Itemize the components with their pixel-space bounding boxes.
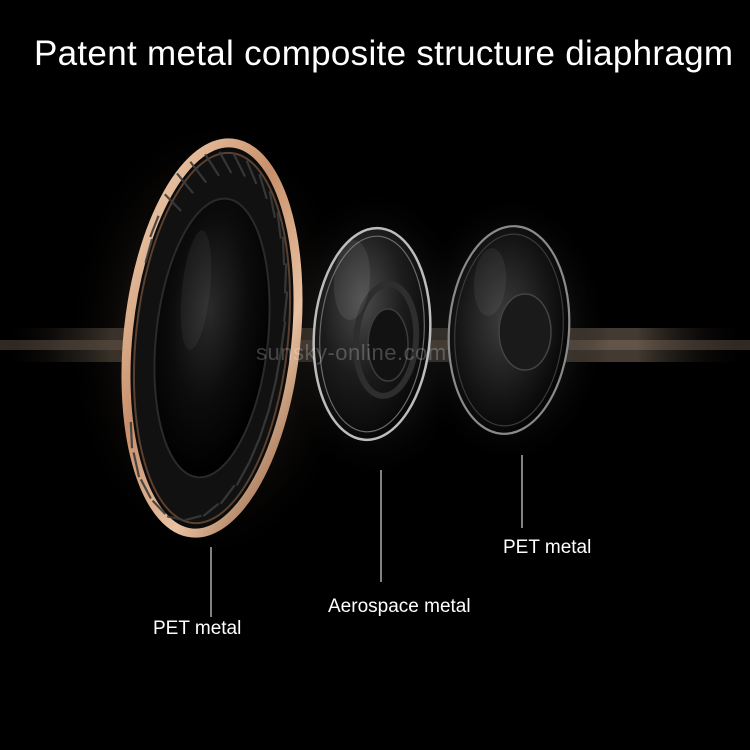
pet-metal-label-third: PET metal — [503, 537, 592, 558]
aerospace-metal-label: Aerospace metal — [328, 596, 471, 617]
pet-metal-dome-diaphragm — [447, 225, 571, 435]
page-title: Patent metal composite structure diaphra… — [34, 34, 734, 73]
aerospace-metal-diaphragm — [312, 226, 432, 442]
pet-metal-ring-diaphragm — [121, 138, 303, 538]
watermark: sunsky-online.com — [256, 340, 447, 365]
pet-metal-label-first: PET metal — [153, 618, 242, 639]
